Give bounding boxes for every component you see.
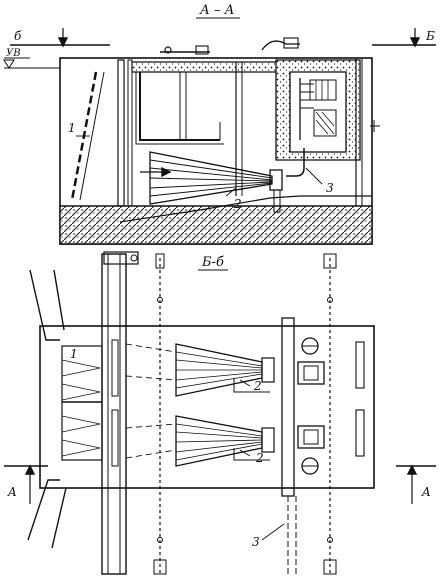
callout-top-1: 1 — [68, 121, 76, 135]
suction-cone-plan-upper — [175, 343, 275, 397]
hoist-chain-1 — [153, 253, 167, 575]
plan-outline — [39, 325, 375, 489]
callout-top-3: 3 — [326, 181, 334, 195]
suction-cone-top — [149, 151, 283, 213]
section-aa: А – А б Б УВ — [3, 3, 436, 245]
top-valves — [160, 37, 300, 55]
cut-mark-b-right: Б — [372, 28, 436, 48]
callout-plan-3: 3 — [252, 535, 260, 549]
cut-label-a-left: A — [7, 485, 17, 499]
cut-mark-a-right: A — [396, 464, 436, 504]
water-level-mark: УВ — [3, 48, 60, 69]
callout-top-2: 2 — [233, 197, 242, 211]
hoist-chain-2 — [323, 253, 337, 575]
heat-exchanger — [299, 78, 337, 140]
callout-plan-2b: 2 — [255, 451, 264, 465]
valve-blocks — [297, 337, 325, 475]
suction-cone-plan-lower — [175, 415, 275, 467]
section-bb: Б-б A A — [4, 251, 436, 575]
callout-plan-1: 1 — [70, 347, 78, 361]
base-slab — [59, 205, 373, 245]
traveling-screen — [101, 251, 139, 575]
cut-label-b-left: б — [14, 29, 22, 43]
water-level-label: УВ — [6, 48, 21, 59]
section-bb-title: Б-б — [201, 255, 224, 270]
cut-mark-b-left: б — [10, 28, 110, 48]
plan-screens — [61, 345, 103, 461]
cut-label-a-right: A — [421, 485, 431, 499]
callout-plan-2a: 2 — [253, 379, 262, 393]
inlet-channel — [29, 269, 65, 341]
section-aa-title: А – А — [199, 3, 234, 18]
cut-label-b-right: Б — [425, 29, 435, 43]
